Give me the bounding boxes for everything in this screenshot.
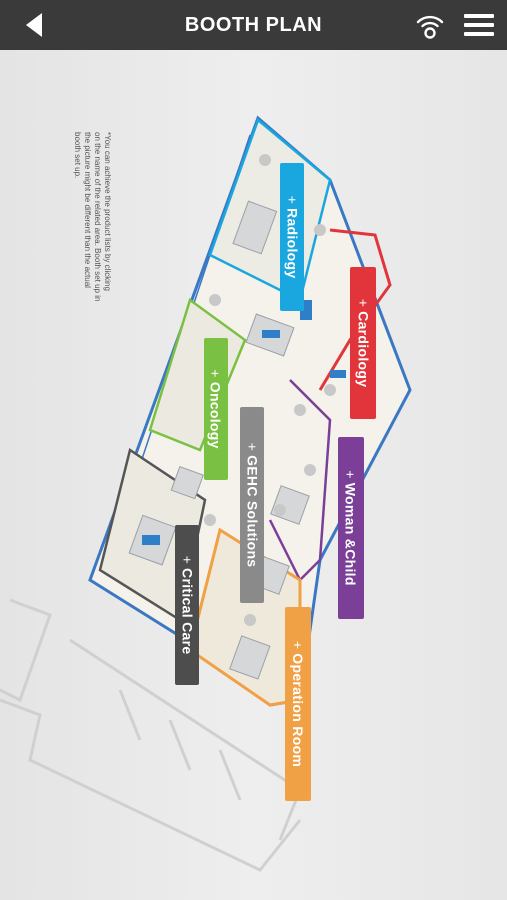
area-radiology[interactable]: + Radiology bbox=[280, 163, 304, 311]
plus-icon: + bbox=[284, 195, 301, 205]
booth-note: *You can achieve the product lists by cl… bbox=[73, 132, 112, 302]
area-label: Critical Care bbox=[179, 568, 195, 655]
plus-icon: + bbox=[179, 555, 195, 565]
area-label: Cardiology bbox=[355, 311, 372, 388]
area-oncology[interactable]: + Oncology bbox=[204, 338, 228, 480]
area-operation-room[interactable]: + Operation Room bbox=[285, 607, 311, 801]
top-bar: BOOTH PLAN bbox=[0, 0, 507, 50]
wifi-signal-icon bbox=[416, 15, 444, 39]
area-label: Operation Room bbox=[290, 653, 307, 768]
area-gehc-solutions[interactable]: + GEHC Solutions bbox=[240, 407, 264, 603]
area-cardiology[interactable]: + Cardiology bbox=[350, 267, 376, 419]
area-woman-child[interactable]: + Woman &Child bbox=[338, 437, 364, 619]
page-title: BOOTH PLAN bbox=[184, 14, 323, 36]
plus-icon: + bbox=[208, 369, 225, 378]
hamburger-menu-icon bbox=[464, 14, 494, 36]
plus-icon: + bbox=[343, 470, 360, 479]
wifi-button[interactable] bbox=[414, 10, 446, 40]
back-arrow-icon bbox=[26, 13, 42, 37]
plus-icon: + bbox=[290, 640, 307, 650]
area-label: Woman &Child bbox=[343, 482, 360, 586]
area-label: GEHC Solutions bbox=[244, 455, 261, 568]
plus-icon: + bbox=[244, 442, 261, 452]
plus-icon: + bbox=[355, 298, 372, 308]
menu-button[interactable] bbox=[462, 12, 496, 38]
booth-plan-canvas: *You can achieve the product lists by cl… bbox=[0, 50, 507, 900]
area-critical-care[interactable]: + Critical Care bbox=[175, 525, 199, 685]
area-label: Radiology bbox=[284, 208, 301, 279]
area-label: Oncology bbox=[208, 381, 225, 449]
back-button[interactable] bbox=[20, 10, 50, 40]
